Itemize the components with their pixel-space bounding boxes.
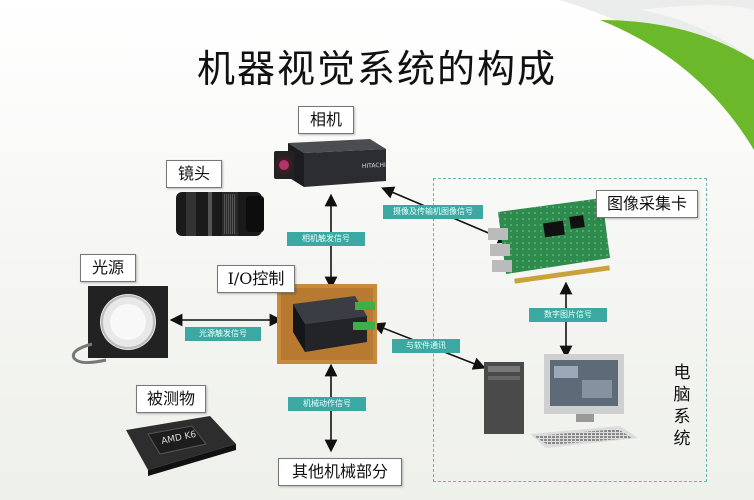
camera-brand-text: HITACHI — [362, 162, 387, 170]
camera-label: 相机 — [298, 106, 354, 134]
computer-image — [484, 354, 638, 448]
light-trigger-tag: 光源触发信号 — [185, 327, 261, 341]
lens-image — [176, 192, 264, 236]
light-source-label: 光源 — [80, 254, 136, 282]
light-source-image — [71, 286, 168, 365]
grabber-card-label: 图像采集卡 — [596, 190, 698, 218]
chip-image: AMD K6 — [126, 416, 236, 476]
io-controller-image — [277, 284, 377, 364]
action-signal-tag: 机械动作信号 — [288, 397, 366, 411]
page-title: 机器视觉系统的构成 — [196, 47, 557, 91]
software-comm-tag: 与软件通讯 — [392, 339, 460, 353]
grabber-card-image — [488, 198, 610, 284]
io-control-label: I/O控制 — [217, 265, 295, 293]
camera-image: HITACHI — [274, 139, 387, 187]
digital-image-tag: 数字图片信号 — [529, 308, 607, 322]
camera-trigger-tag: 相机触发信号 — [287, 232, 365, 246]
image-transfer-tag: 摄像及传输机图像信号 — [383, 205, 483, 219]
lens-label: 镜头 — [166, 160, 222, 188]
computer-system-label: 电脑系统 — [673, 363, 691, 449]
object-label: 被测物 — [136, 385, 206, 413]
mechanical-label: 其他机械部分 — [278, 458, 402, 486]
